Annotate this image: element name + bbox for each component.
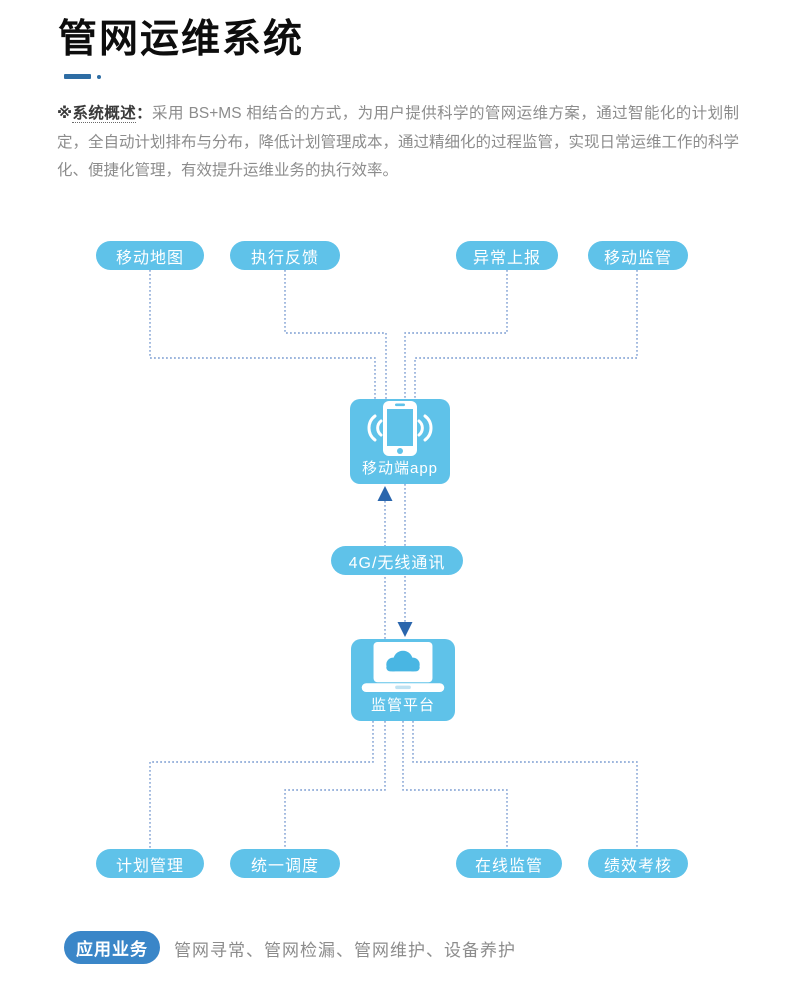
pill-plan-management: 计划管理: [96, 849, 204, 878]
up-arrow-icon: [377, 486, 393, 501]
page-title: 管网运维系统: [58, 17, 305, 62]
smartphone-icon: [367, 401, 433, 456]
overview-lead: 系统概述: [72, 105, 137, 123]
title-accent-dash: [64, 74, 91, 79]
connector-exec-feedback: [284, 270, 387, 399]
connector-mobile-supervision: [414, 270, 638, 399]
pill-unified-dispatch: 统一调度: [230, 849, 340, 878]
platform-node: 监管平台: [351, 639, 455, 721]
application-business-items: 管网寻常、管网检漏、管网维护、设备养护: [174, 941, 516, 960]
overview-body: 采用 BS+MS 相结合的方式，为用户提供科学的管网运维方案，通过智能化的计划制…: [57, 105, 740, 179]
pill-online-supervision: 在线监管: [456, 849, 562, 878]
connector-performance-review: [412, 721, 638, 849]
signal-waves-icon: [367, 414, 433, 442]
connector-abnormal-report: [404, 270, 508, 399]
pill-label: 绩效考核: [603, 857, 672, 875]
pill-label: 计划管理: [115, 857, 184, 875]
laptop-cloud-icon: [361, 641, 445, 693]
down-arrow-icon: [397, 622, 413, 637]
pill-exec-feedback: 执行反馈: [230, 241, 340, 270]
mobile-app-node: 移动端app: [350, 399, 450, 484]
pill-label: 在线监管: [474, 857, 543, 875]
connector-mobile-map: [149, 270, 376, 399]
pill-label: 移动地图: [115, 249, 184, 267]
overview-prefix: ※: [57, 105, 73, 122]
overview-colon: ：: [136, 105, 153, 122]
pill-label: 统一调度: [250, 857, 319, 875]
pill-mobile-map: 移动地图: [96, 241, 204, 270]
system-overview-paragraph: ※系统概述：采用 BS+MS 相结合的方式，为用户提供科学的管网运维方案，通过智…: [57, 100, 739, 186]
platform-label: 监管平台: [370, 697, 435, 714]
pill-performance-review: 绩效考核: [588, 849, 688, 878]
cloud-icon: [386, 650, 420, 672]
connector-unified-dispatch: [284, 721, 386, 849]
connector-online-supervision: [402, 721, 508, 849]
pill-label: 4G/无线通讯: [348, 554, 446, 572]
mobile-app-label: 移动端app: [361, 460, 439, 477]
pill-label: 异常上报: [472, 249, 541, 267]
pill-label: 移动监管: [603, 249, 672, 267]
application-business-badge: 应用业务: [64, 931, 160, 964]
pill-label: 执行反馈: [250, 249, 319, 267]
pill-mobile-supervision: 移动监管: [588, 241, 688, 270]
connector-plan-management: [149, 721, 374, 849]
pill-4g-wireless-link: 4G/无线通讯: [331, 546, 463, 575]
pill-abnormal-report: 异常上报: [456, 241, 558, 270]
title-accent-dot: [97, 75, 101, 79]
